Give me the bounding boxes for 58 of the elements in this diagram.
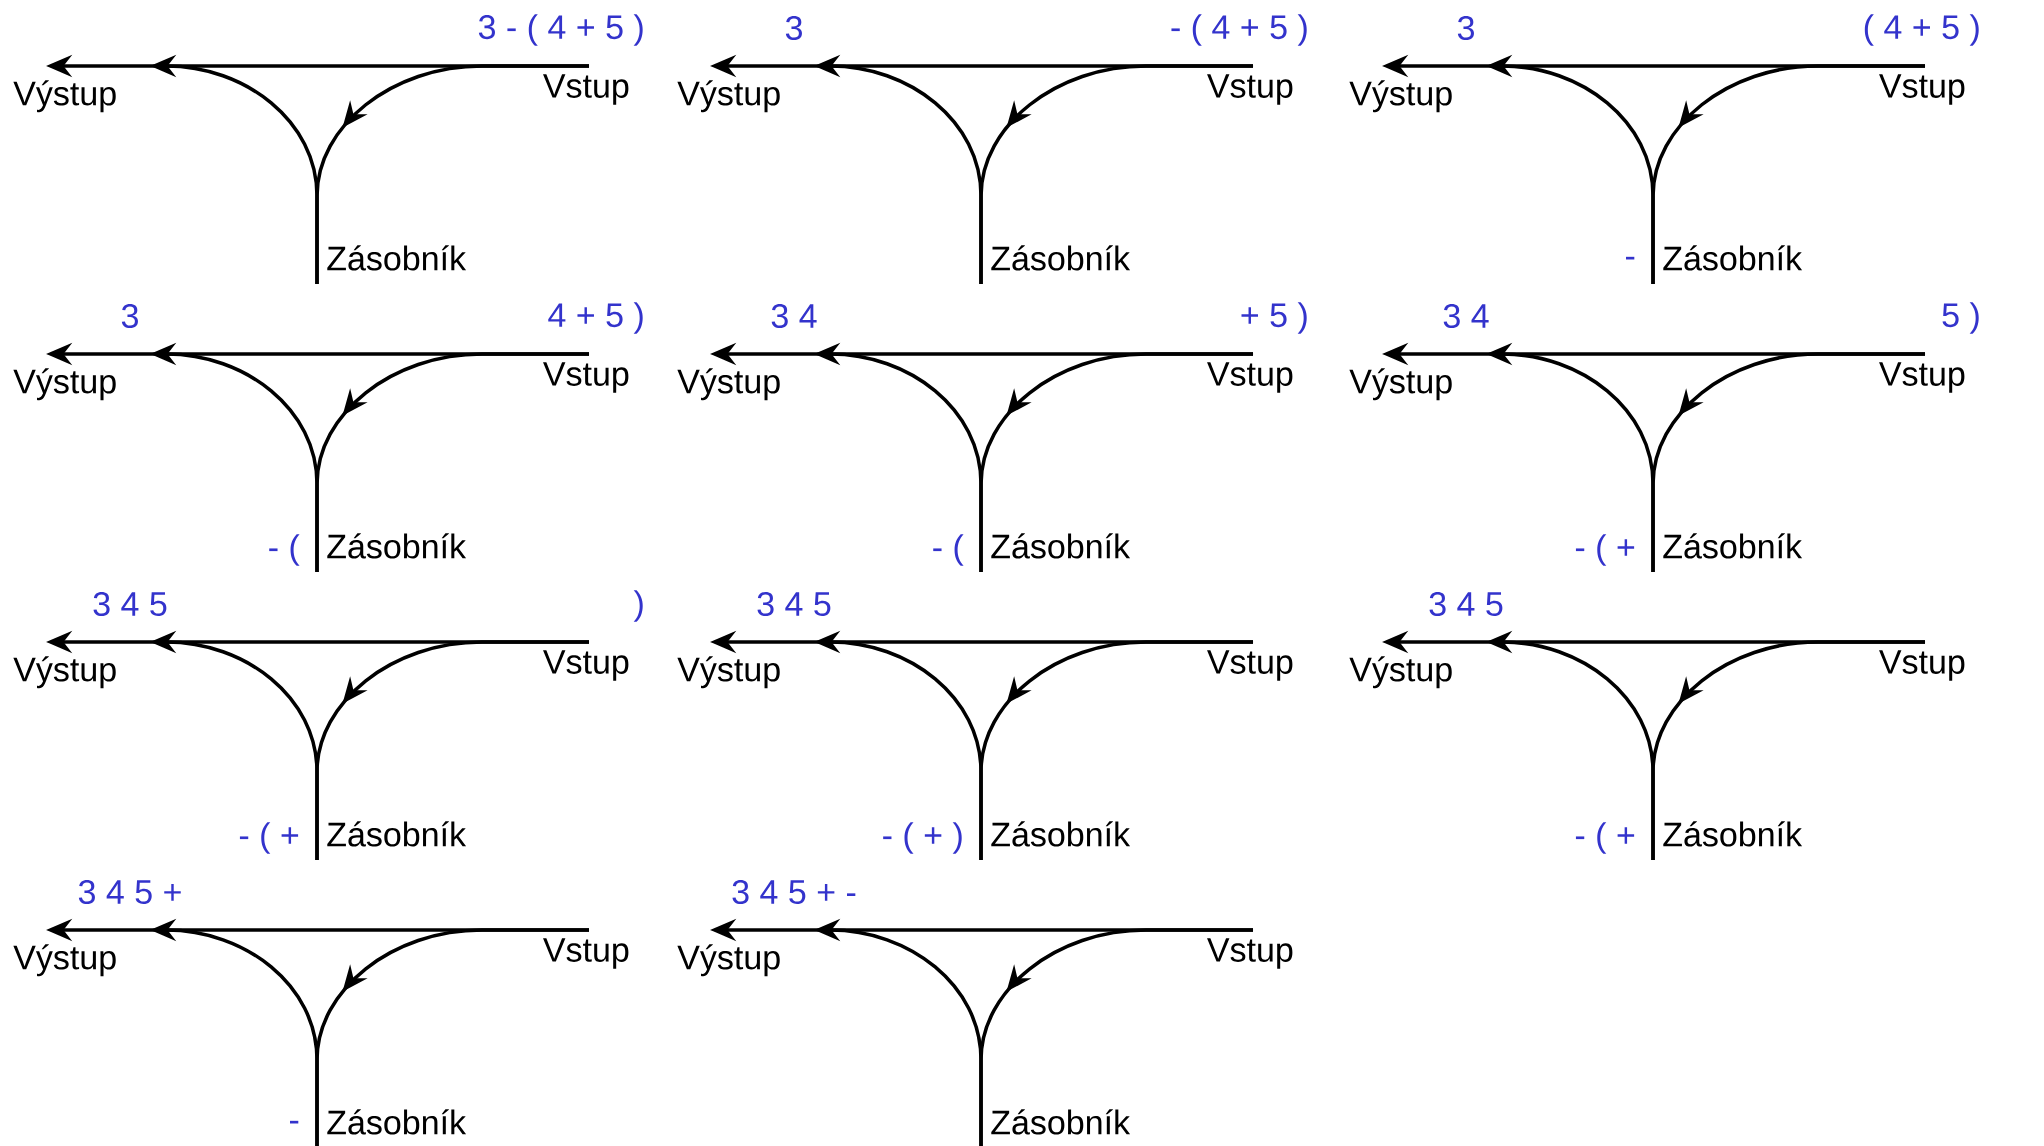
stack-tokens-text: - [1626, 256, 1635, 260]
stack-label: Zásobník [991, 1109, 1131, 1135]
input-label: Vstup [1879, 74, 1965, 105]
input-tokens-text: + 5 ) [1241, 302, 1307, 334]
output-queue-text: 3 [121, 303, 138, 329]
output-queue-text: 3 4 [1443, 303, 1489, 329]
output-queue-text: 3 [1457, 15, 1474, 41]
output-label: Výstup [1349, 656, 1452, 689]
input-label: Vstup [543, 938, 629, 969]
stack-tokens-text: - ( [933, 534, 964, 566]
output-queue-text: 3 4 5 [757, 591, 831, 617]
stack-tokens-text: - ( [269, 534, 300, 566]
stack-label: Zásobník [327, 821, 467, 847]
output-queue-text: 3 4 [771, 303, 817, 329]
output-queue-text: 3 [785, 15, 802, 41]
output-queue-text: 3 4 5 [93, 591, 167, 617]
stack-tokens-text: - [290, 1120, 299, 1124]
output-label: Výstup [1349, 368, 1452, 401]
stack-label: Zásobník [327, 1109, 467, 1135]
stack-label: Zásobník [327, 533, 467, 559]
stack-label: Zásobník [991, 533, 1131, 559]
input-label: Vstup [1207, 650, 1293, 681]
output-label: Výstup [677, 80, 780, 113]
stack-tokens-text: - ( + [1575, 822, 1635, 854]
stack-label: Zásobník [1663, 245, 1803, 271]
stack-label: Zásobník [991, 821, 1131, 847]
output-label: Výstup [13, 944, 116, 977]
output-label: Výstup [1349, 80, 1452, 113]
input-label: Vstup [1207, 74, 1293, 105]
input-tokens-text: - ( 4 + 5 ) [1171, 14, 1307, 46]
stack-label: Zásobník [327, 245, 467, 271]
stack-tokens-text: - ( + [239, 822, 299, 854]
output-label: Výstup [13, 656, 116, 689]
output-queue-text: 3 4 5 + - [732, 879, 856, 905]
input-label: Vstup [543, 74, 629, 105]
output-label: Výstup [13, 368, 116, 401]
input-label: Vstup [1879, 650, 1965, 681]
output-label: Výstup [677, 656, 780, 689]
output-queue-text: 3 4 5 + [78, 879, 181, 905]
stack-tokens-text: - ( + ) [883, 822, 962, 854]
output-queue-text: 3 4 5 [1429, 591, 1503, 617]
input-tokens-text: 3 - ( 4 + 5 ) [478, 14, 643, 46]
input-label: Vstup [1879, 362, 1965, 393]
input-tokens-text: 4 + 5 ) [548, 302, 643, 334]
output-label: Výstup [677, 944, 780, 977]
input-label: Vstup [543, 650, 629, 681]
stack-label: Zásobník [1663, 533, 1803, 559]
input-label: Vstup [1207, 362, 1293, 393]
stack-label: Zásobník [991, 245, 1131, 271]
output-label: Výstup [677, 368, 780, 401]
input-label: Vstup [543, 362, 629, 393]
input-tokens-text: ( 4 + 5 ) [1864, 14, 1979, 46]
input-tokens-text: 5 ) [1942, 302, 1979, 334]
stack-tokens-text: - ( + [1575, 534, 1635, 566]
stack-label: Zásobník [1663, 821, 1803, 847]
output-label: Výstup [13, 80, 116, 113]
input-tokens-text: ) [633, 590, 643, 622]
input-label: Vstup [1207, 938, 1293, 969]
